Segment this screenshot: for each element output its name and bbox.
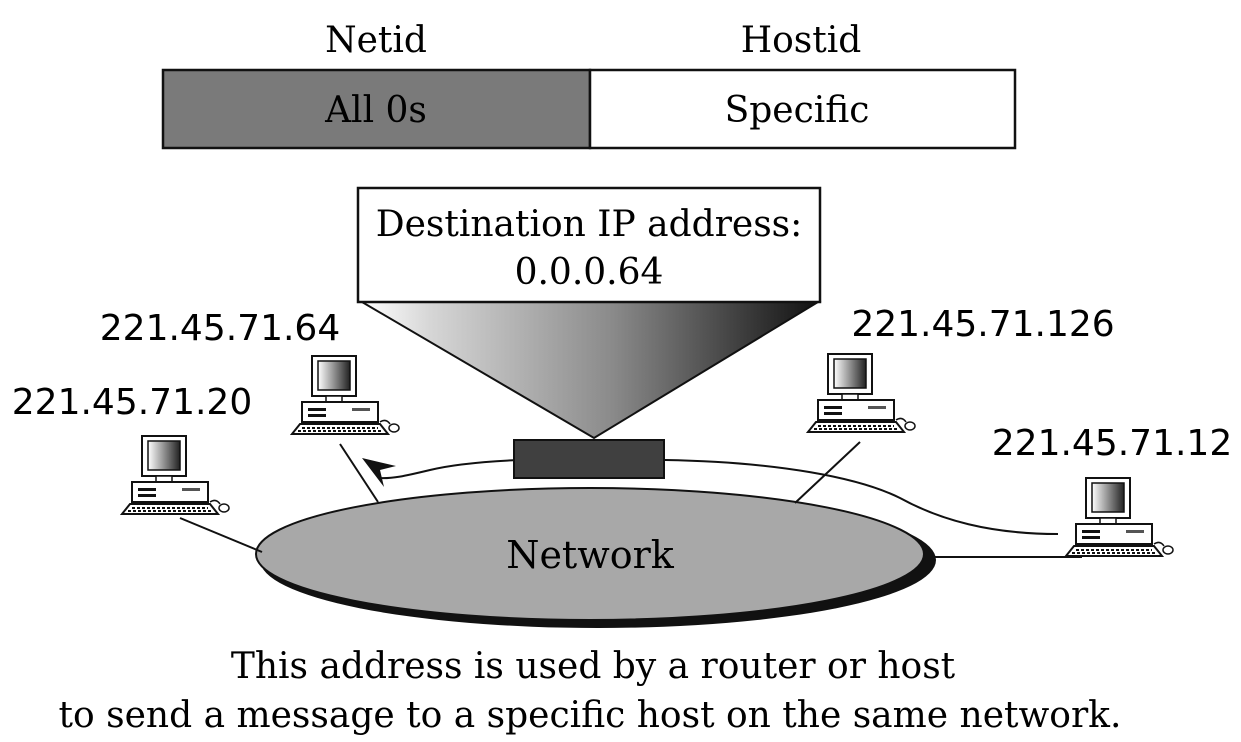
- host-ip-label: 221.45.71.126: [851, 304, 1114, 345]
- computer-icon: [807, 353, 916, 433]
- network-label: Network: [506, 533, 675, 577]
- computer-icon: [1065, 477, 1174, 557]
- network-cloud: [255, 487, 925, 621]
- computer-icon: [291, 355, 400, 435]
- link-host-20: [179, 517, 263, 553]
- packet: [513, 439, 665, 479]
- netid-value: All 0s: [324, 90, 427, 131]
- host-ip-label: 221.45.71.20: [12, 382, 252, 423]
- message-arrowhead: [362, 458, 396, 487]
- computer-icon: [121, 435, 230, 515]
- hostid-label: Hostid: [741, 20, 862, 61]
- link-host-64: [339, 443, 379, 503]
- callout-beam: [358, 301, 822, 440]
- message-path: [377, 457, 1059, 535]
- netid-label: Netid: [325, 20, 427, 61]
- caption-line1: This address is used by a router or host: [231, 646, 956, 687]
- callout-line2: 0.0.0.64: [515, 252, 664, 293]
- destination-callout: [356, 186, 822, 304]
- netid-field: [161, 68, 592, 150]
- link-host-126: [794, 441, 861, 504]
- callout-line1: Destination IP address:: [376, 204, 803, 245]
- hostid-field: [588, 68, 1017, 150]
- host-ip-label: 221.45.71.64: [100, 308, 340, 349]
- hostid-value: Specific: [725, 90, 870, 131]
- caption-line2: to send a message to a specific host on …: [59, 695, 1122, 736]
- host-ip-label: 221.45.71.12: [992, 423, 1232, 464]
